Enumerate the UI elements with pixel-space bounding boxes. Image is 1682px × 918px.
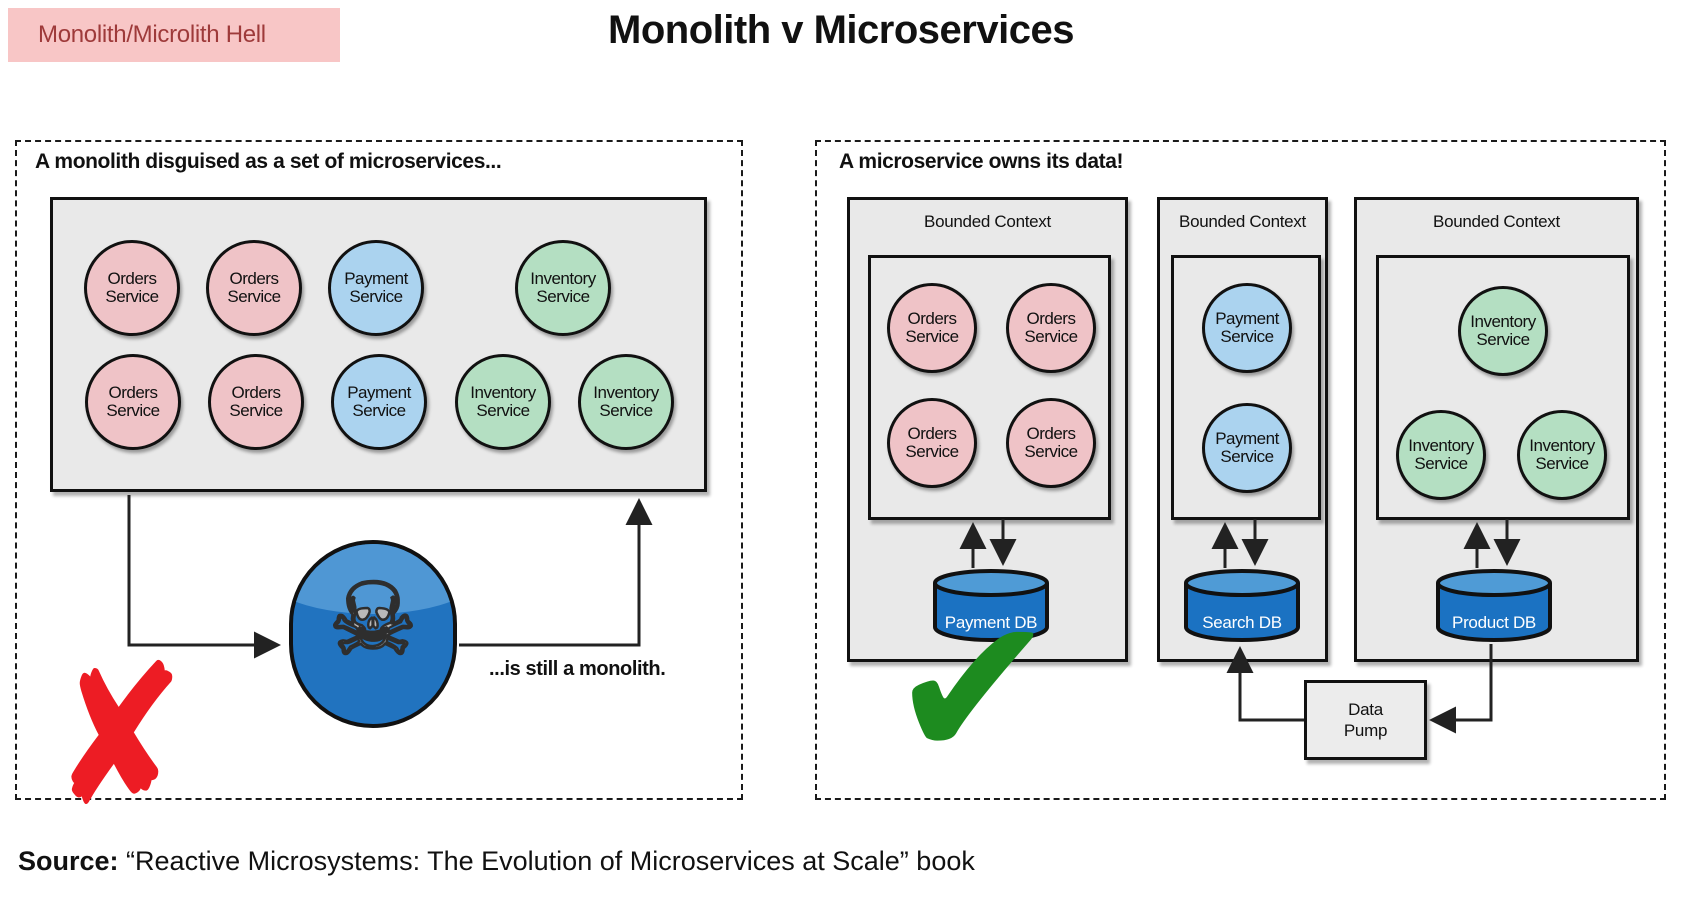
monolith-services-box: Orders Service Orders Service Payment Se… [50,197,707,492]
db-cylinder-shape [1184,569,1300,642]
service-label: Payment Service [1215,428,1279,466]
service-label: Inventory Service [593,382,659,420]
service-label: Inventory Service [530,268,596,306]
monolith-panel-heading: A monolith disguised as a set of microse… [35,150,502,173]
service-circle: Inventory Service [1396,410,1486,500]
bounded-context-3: Bounded Context Inventory Service Invent… [1354,197,1639,662]
red-cross-icon: ✘ [51,628,186,846]
product-db-cylinder: Product DB [1433,568,1555,642]
source-text: “Reactive Microsystems: The Evolution of… [126,846,975,876]
service-label: Inventory Service [1408,435,1474,473]
skull-and-crossbones-icon: ☠ [327,564,419,676]
db-cylinder-shape [933,569,1049,642]
service-label: Inventory Service [470,382,536,420]
service-circle: Payment Service [328,240,424,336]
bounded-context-2-services-box: Payment Service Payment Service [1171,255,1321,520]
service-label: Inventory Service [1529,435,1595,473]
service-label: Payment Service [344,268,408,306]
service-label: Orders Service [106,382,160,420]
service-circle: Payment Service [331,354,427,450]
service-label: Orders Service [1024,423,1078,461]
service-circle: Inventory Service [455,354,551,450]
data-pump-box: Data Pump [1304,680,1427,760]
database-sheen [293,544,453,614]
service-circle: Orders Service [85,354,181,450]
search-db-cylinder: Search DB [1181,568,1303,642]
monolith-caption: ...is still a monolith. [489,658,666,680]
service-circle: Orders Service [208,354,304,450]
microservices-panel: A microservice owns its data! Bounded Co… [815,140,1666,800]
bounded-context-1-services-box: Orders Service Orders Service Orders Ser… [868,255,1111,520]
service-circle: Payment Service [1202,283,1292,373]
service-circle: Inventory Service [578,354,674,450]
db-label: Payment DB [944,613,1038,632]
data-pump-label: Data Pump [1343,699,1388,740]
topic-badge: Monolith/Microlith Hell [8,8,340,62]
microservices-panel-heading: A microservice owns its data! [839,150,1124,173]
green-check-icon: ✔ [889,578,1057,801]
service-label: Payment Service [347,382,411,420]
service-circle: Inventory Service [1517,410,1607,500]
bounded-context-2: Bounded Context Payment Service Payment … [1157,197,1328,662]
payment-db-cylinder: Payment DB [930,568,1052,642]
bounded-context-1: Bounded Context Orders Service Orders Se… [847,197,1128,662]
service-label: Orders Service [229,382,283,420]
service-label: Orders Service [905,423,959,461]
service-label: Orders Service [905,308,959,346]
bounded-context-3-services-box: Inventory Service Inventory Service Inve… [1376,255,1630,520]
service-label: Orders Service [1024,308,1078,346]
service-circle: Orders Service [1006,398,1096,488]
bounded-context-label: Bounded Context [1179,212,1306,231]
service-circle: Orders Service [1006,283,1096,373]
bounded-context-label: Bounded Context [1433,212,1560,231]
page-title: Monolith v Microservices [608,8,1074,52]
service-label: Orders Service [105,268,159,306]
service-label: Orders Service [227,268,281,306]
service-circle: Orders Service [887,283,977,373]
bounded-context-label: Bounded Context [924,212,1051,231]
service-circle: Inventory Service [1458,286,1548,376]
service-label: Inventory Service [1470,311,1536,349]
service-circle: Inventory Service [515,240,611,336]
shared-monolith-database: ☠ [289,540,457,728]
service-label: Payment Service [1215,308,1279,346]
service-circle: Orders Service [84,240,180,336]
source-attribution: Source: “Reactive Microsystems: The Evol… [18,846,975,877]
service-circle: Orders Service [206,240,302,336]
db-label: Search DB [1202,613,1282,632]
source-label: Source: [18,846,119,876]
service-circle: Payment Service [1202,403,1292,493]
db-label: Product DB [1452,613,1536,632]
service-circle: Orders Service [887,398,977,488]
monolith-panel: A monolith disguised as a set of microse… [15,140,743,835]
db-cylinder-shape [1436,569,1552,642]
